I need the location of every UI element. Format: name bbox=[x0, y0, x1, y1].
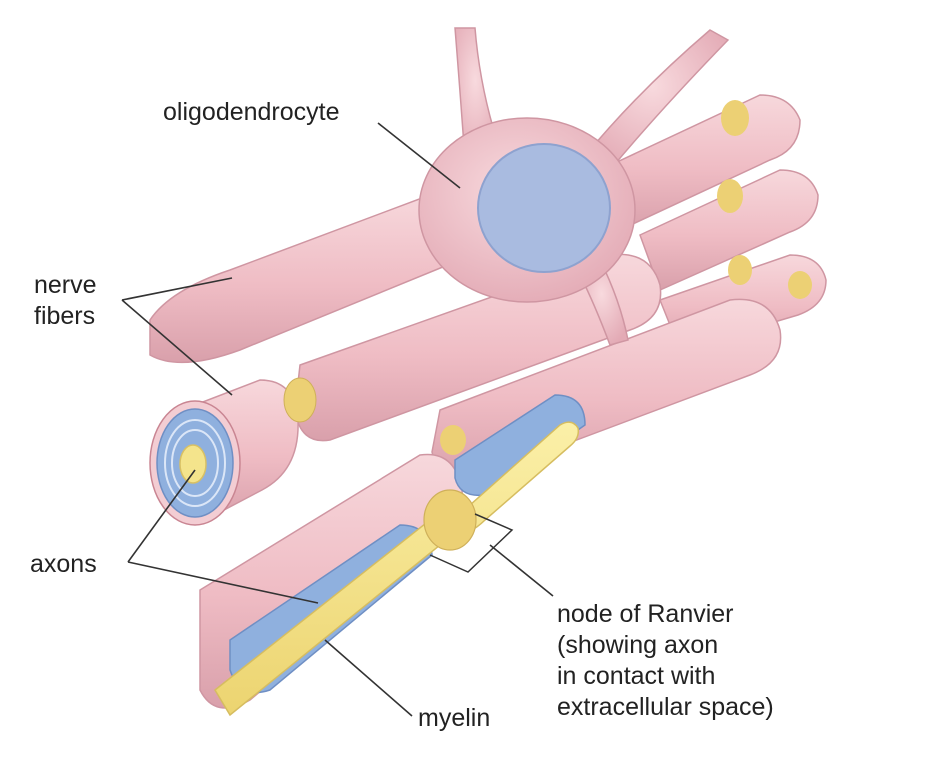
myelin-ring-3 bbox=[171, 429, 219, 497]
node-back-4 bbox=[788, 271, 812, 299]
label-axons: axons bbox=[30, 550, 97, 578]
oligodendrocyte-cell bbox=[418, 27, 730, 346]
nucleus bbox=[477, 143, 611, 273]
label-node-of-ranvier: node of Ranvier (showing axon in contact… bbox=[557, 600, 774, 721]
leader-axons-2 bbox=[127, 561, 319, 604]
leader-nerve-fibers-1 bbox=[121, 277, 233, 301]
node-back-2 bbox=[717, 179, 743, 213]
front-fiber bbox=[199, 394, 586, 717]
node-middle-fiber bbox=[440, 425, 466, 455]
fiber-middle bbox=[294, 253, 662, 442]
leader-node bbox=[489, 544, 554, 597]
label-myelin: myelin bbox=[418, 704, 491, 732]
fiber-back-1 bbox=[599, 94, 801, 232]
node-bracket bbox=[429, 513, 514, 573]
node-back-1 bbox=[721, 100, 749, 136]
cut-fiber bbox=[149, 377, 317, 526]
leader-nerve-fibers-2 bbox=[121, 299, 233, 396]
label-nerve-fibers: nerve fibers bbox=[34, 271, 97, 330]
leader-axons-1 bbox=[127, 469, 196, 563]
axon-cross-section bbox=[179, 444, 207, 484]
process-right bbox=[588, 29, 730, 172]
leader-oligodendrocyte bbox=[377, 122, 461, 189]
node-back-3 bbox=[728, 255, 752, 285]
node-of-ranvier-bulge bbox=[423, 489, 477, 551]
leader-lines bbox=[121, 122, 554, 717]
leader-myelin bbox=[324, 639, 413, 717]
node-cut-fiber bbox=[283, 377, 317, 423]
fiber-back-2 bbox=[639, 169, 819, 292]
label-oligodendrocyte: oligodendrocyte bbox=[163, 98, 340, 126]
myelin-ring-2 bbox=[164, 419, 226, 507]
